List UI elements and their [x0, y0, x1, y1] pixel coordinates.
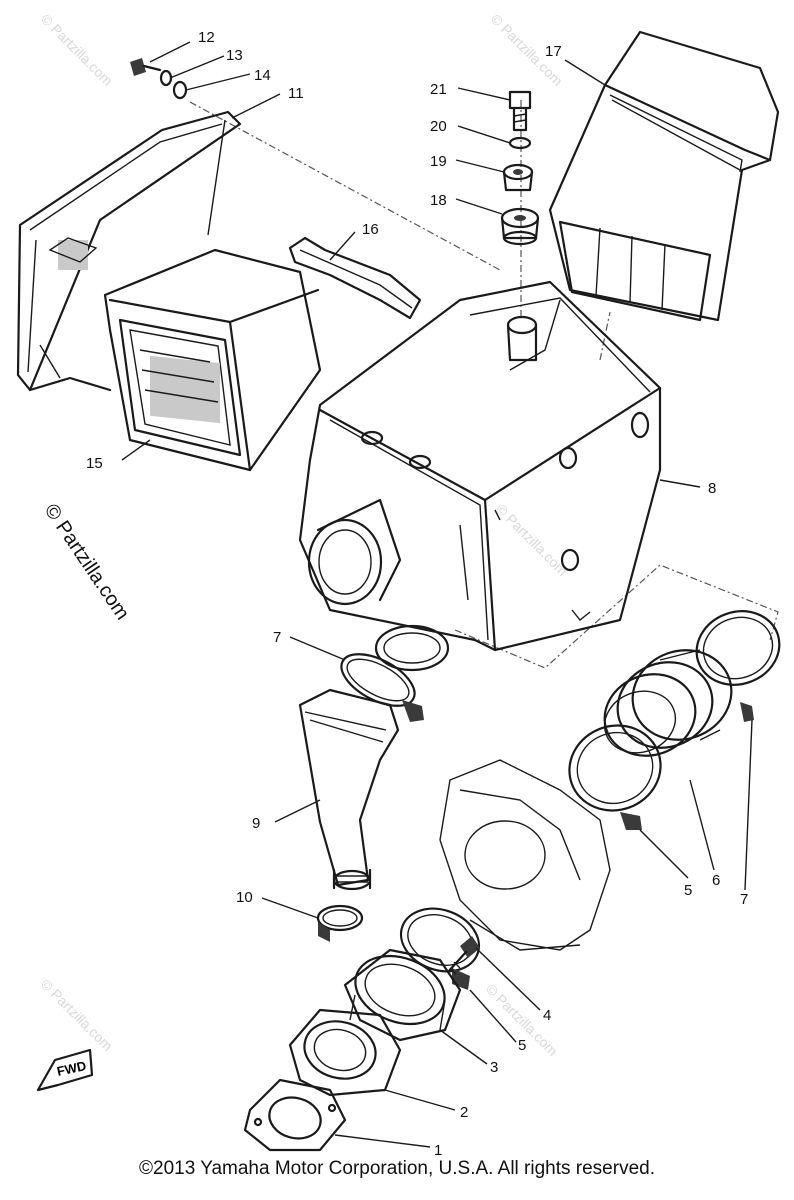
callout-6: 6	[712, 872, 720, 889]
callout-16: 16	[362, 221, 379, 238]
watermark-middle: © Partzilla.com	[493, 501, 571, 579]
callout-7-upper: 7	[273, 629, 281, 646]
callout-17: 17	[545, 43, 562, 60]
callout-8: 8	[708, 480, 716, 497]
carburetor-outline	[439, 759, 611, 951]
callout-12: 12	[198, 29, 215, 46]
part-1-gasket	[243, 1078, 347, 1152]
copyright-text: ©2013 Yamaha Motor Corporation, U.S.A. A…	[139, 1158, 655, 1179]
callout-10: 10	[236, 889, 253, 906]
fwd-label: FWD	[56, 1058, 88, 1079]
fwd-arrow-icon: FWD	[36, 1048, 94, 1092]
part-6-joint	[603, 649, 733, 757]
callout-20: 20	[430, 118, 447, 135]
part-20-washer	[508, 136, 532, 150]
part-7-clamp-right	[695, 610, 781, 722]
callout-1: 1	[434, 1142, 442, 1159]
callout-18: 18	[430, 192, 447, 209]
callout-21: 21	[430, 81, 447, 98]
leader-lines	[121, 41, 753, 1148]
part-11-cap	[16, 110, 242, 392]
part-2-joint	[288, 1008, 402, 1097]
part-7-clamp-upper	[340, 653, 424, 722]
part-21-bolt	[508, 90, 532, 132]
callout-3: 3	[490, 1059, 498, 1076]
part-12-screw	[130, 58, 162, 76]
part-19-collar	[502, 163, 534, 192]
callout-11: 11	[288, 85, 304, 102]
callout-4: 4	[543, 1007, 551, 1024]
part-13-washer	[159, 69, 173, 87]
part-18-damper	[500, 207, 540, 246]
part-8-case	[298, 280, 662, 672]
callout-13: 13	[226, 47, 243, 64]
callout-5-lower: 5	[518, 1037, 526, 1054]
watermark-top-left: © Partzilla.com	[38, 11, 116, 89]
callout-9: 9	[252, 815, 260, 832]
callout-7-right: 7	[740, 891, 748, 908]
watermark-bottom-left: © Partzilla.com	[38, 976, 116, 1054]
part-15-element	[103, 248, 322, 472]
part-9-duct	[298, 688, 400, 891]
callout-15: 15	[86, 455, 103, 472]
callout-14: 14	[254, 67, 271, 84]
callout-5-upper: 5	[684, 882, 692, 899]
part-14-washer	[172, 80, 188, 100]
callout-19: 19	[430, 153, 447, 170]
part-10-clamp	[316, 904, 364, 942]
callouts: 12 13 14 11 16 17 21 20 19 18 15 8 7 7 9…	[86, 29, 748, 1159]
callout-2: 2	[460, 1104, 468, 1121]
part-16-band	[288, 236, 422, 320]
part-3-joint	[343, 948, 462, 1042]
part-4-bolt	[446, 936, 480, 975]
part-5-clamp-upper	[568, 724, 662, 830]
part-17-duct	[548, 30, 780, 322]
watermarks: © Partzilla.com © Partzilla.com © Partzi…	[38, 11, 571, 1059]
